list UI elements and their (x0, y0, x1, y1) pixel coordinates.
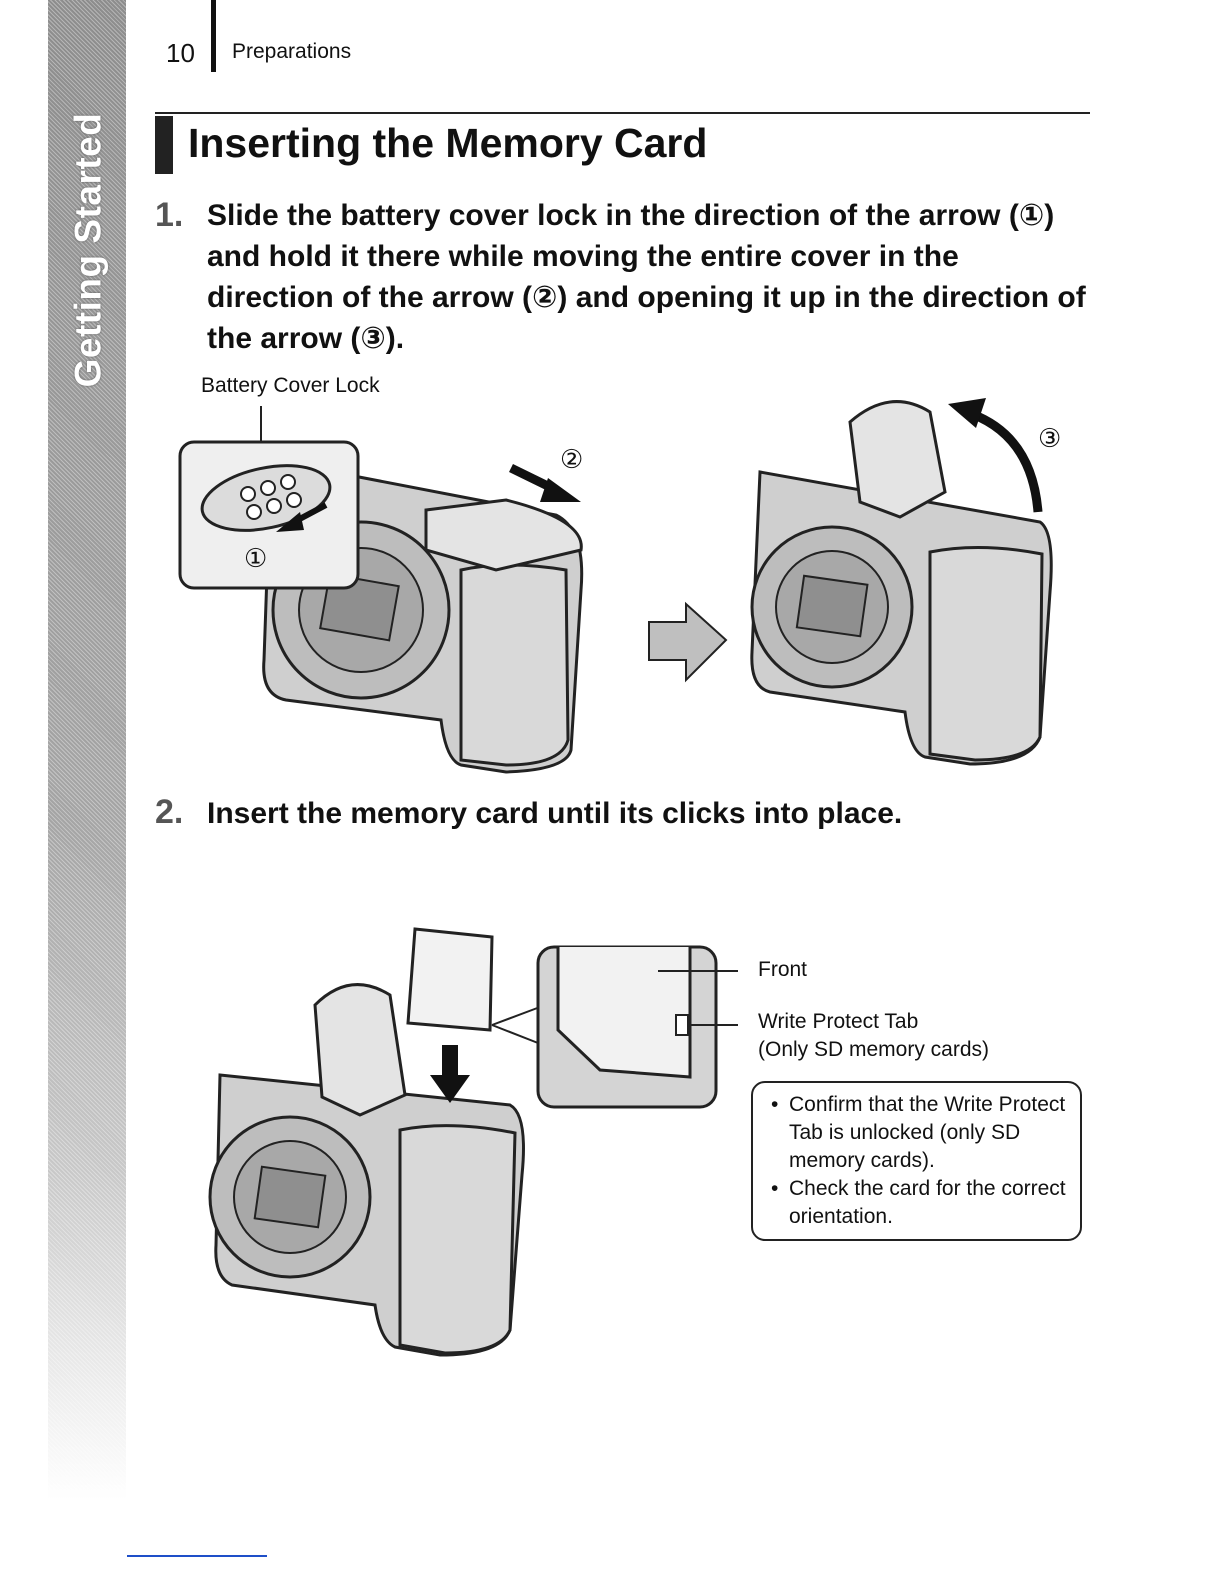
front-label: Front (758, 958, 808, 981)
title-rule (155, 112, 1090, 114)
step-2-text: Insert the memory card until its clicks … (207, 797, 903, 830)
step-1-text: Slide the battery cover lock in the dire… (207, 199, 1086, 355)
page-number: 10 (166, 38, 195, 68)
marker-3: ③ (1038, 423, 1062, 453)
front-leader (658, 970, 738, 972)
camera-cover-unlock-illustration (178, 440, 584, 774)
write-protect-leader (688, 1024, 738, 1026)
transition-arrow-icon (648, 601, 728, 683)
footer-rule (127, 1555, 267, 1557)
header-divider (211, 0, 216, 72)
camera-card-insert-illustration (208, 927, 718, 1357)
side-chapter-text: Getting Started (67, 112, 108, 388)
marker-1: ① (244, 543, 268, 573)
note-item: Confirm that the Write Protect Tab is un… (767, 1091, 1070, 1175)
note-box: Confirm that the Write Protect Tab is un… (751, 1081, 1082, 1241)
marker-2: ② (560, 444, 584, 474)
step-1-number: 1. (155, 196, 184, 234)
write-protect-tab-label: Write Protect Tab (758, 1010, 919, 1033)
title-marker (155, 116, 173, 174)
note-item: Check the card for the correct orientati… (767, 1175, 1070, 1231)
side-chapter-tab (48, 0, 126, 1500)
page-title: Inserting the Memory Card (188, 120, 708, 166)
side-chapter-label: Getting Started (64, 100, 112, 400)
step-2-number: 2. (155, 793, 184, 831)
write-protect-tab-note: (Only SD memory cards) (758, 1038, 990, 1061)
camera-cover-open-illustration (750, 398, 1053, 766)
battery-cover-lock-label: Battery Cover Lock (201, 374, 380, 397)
section-name: Preparations (232, 40, 352, 63)
